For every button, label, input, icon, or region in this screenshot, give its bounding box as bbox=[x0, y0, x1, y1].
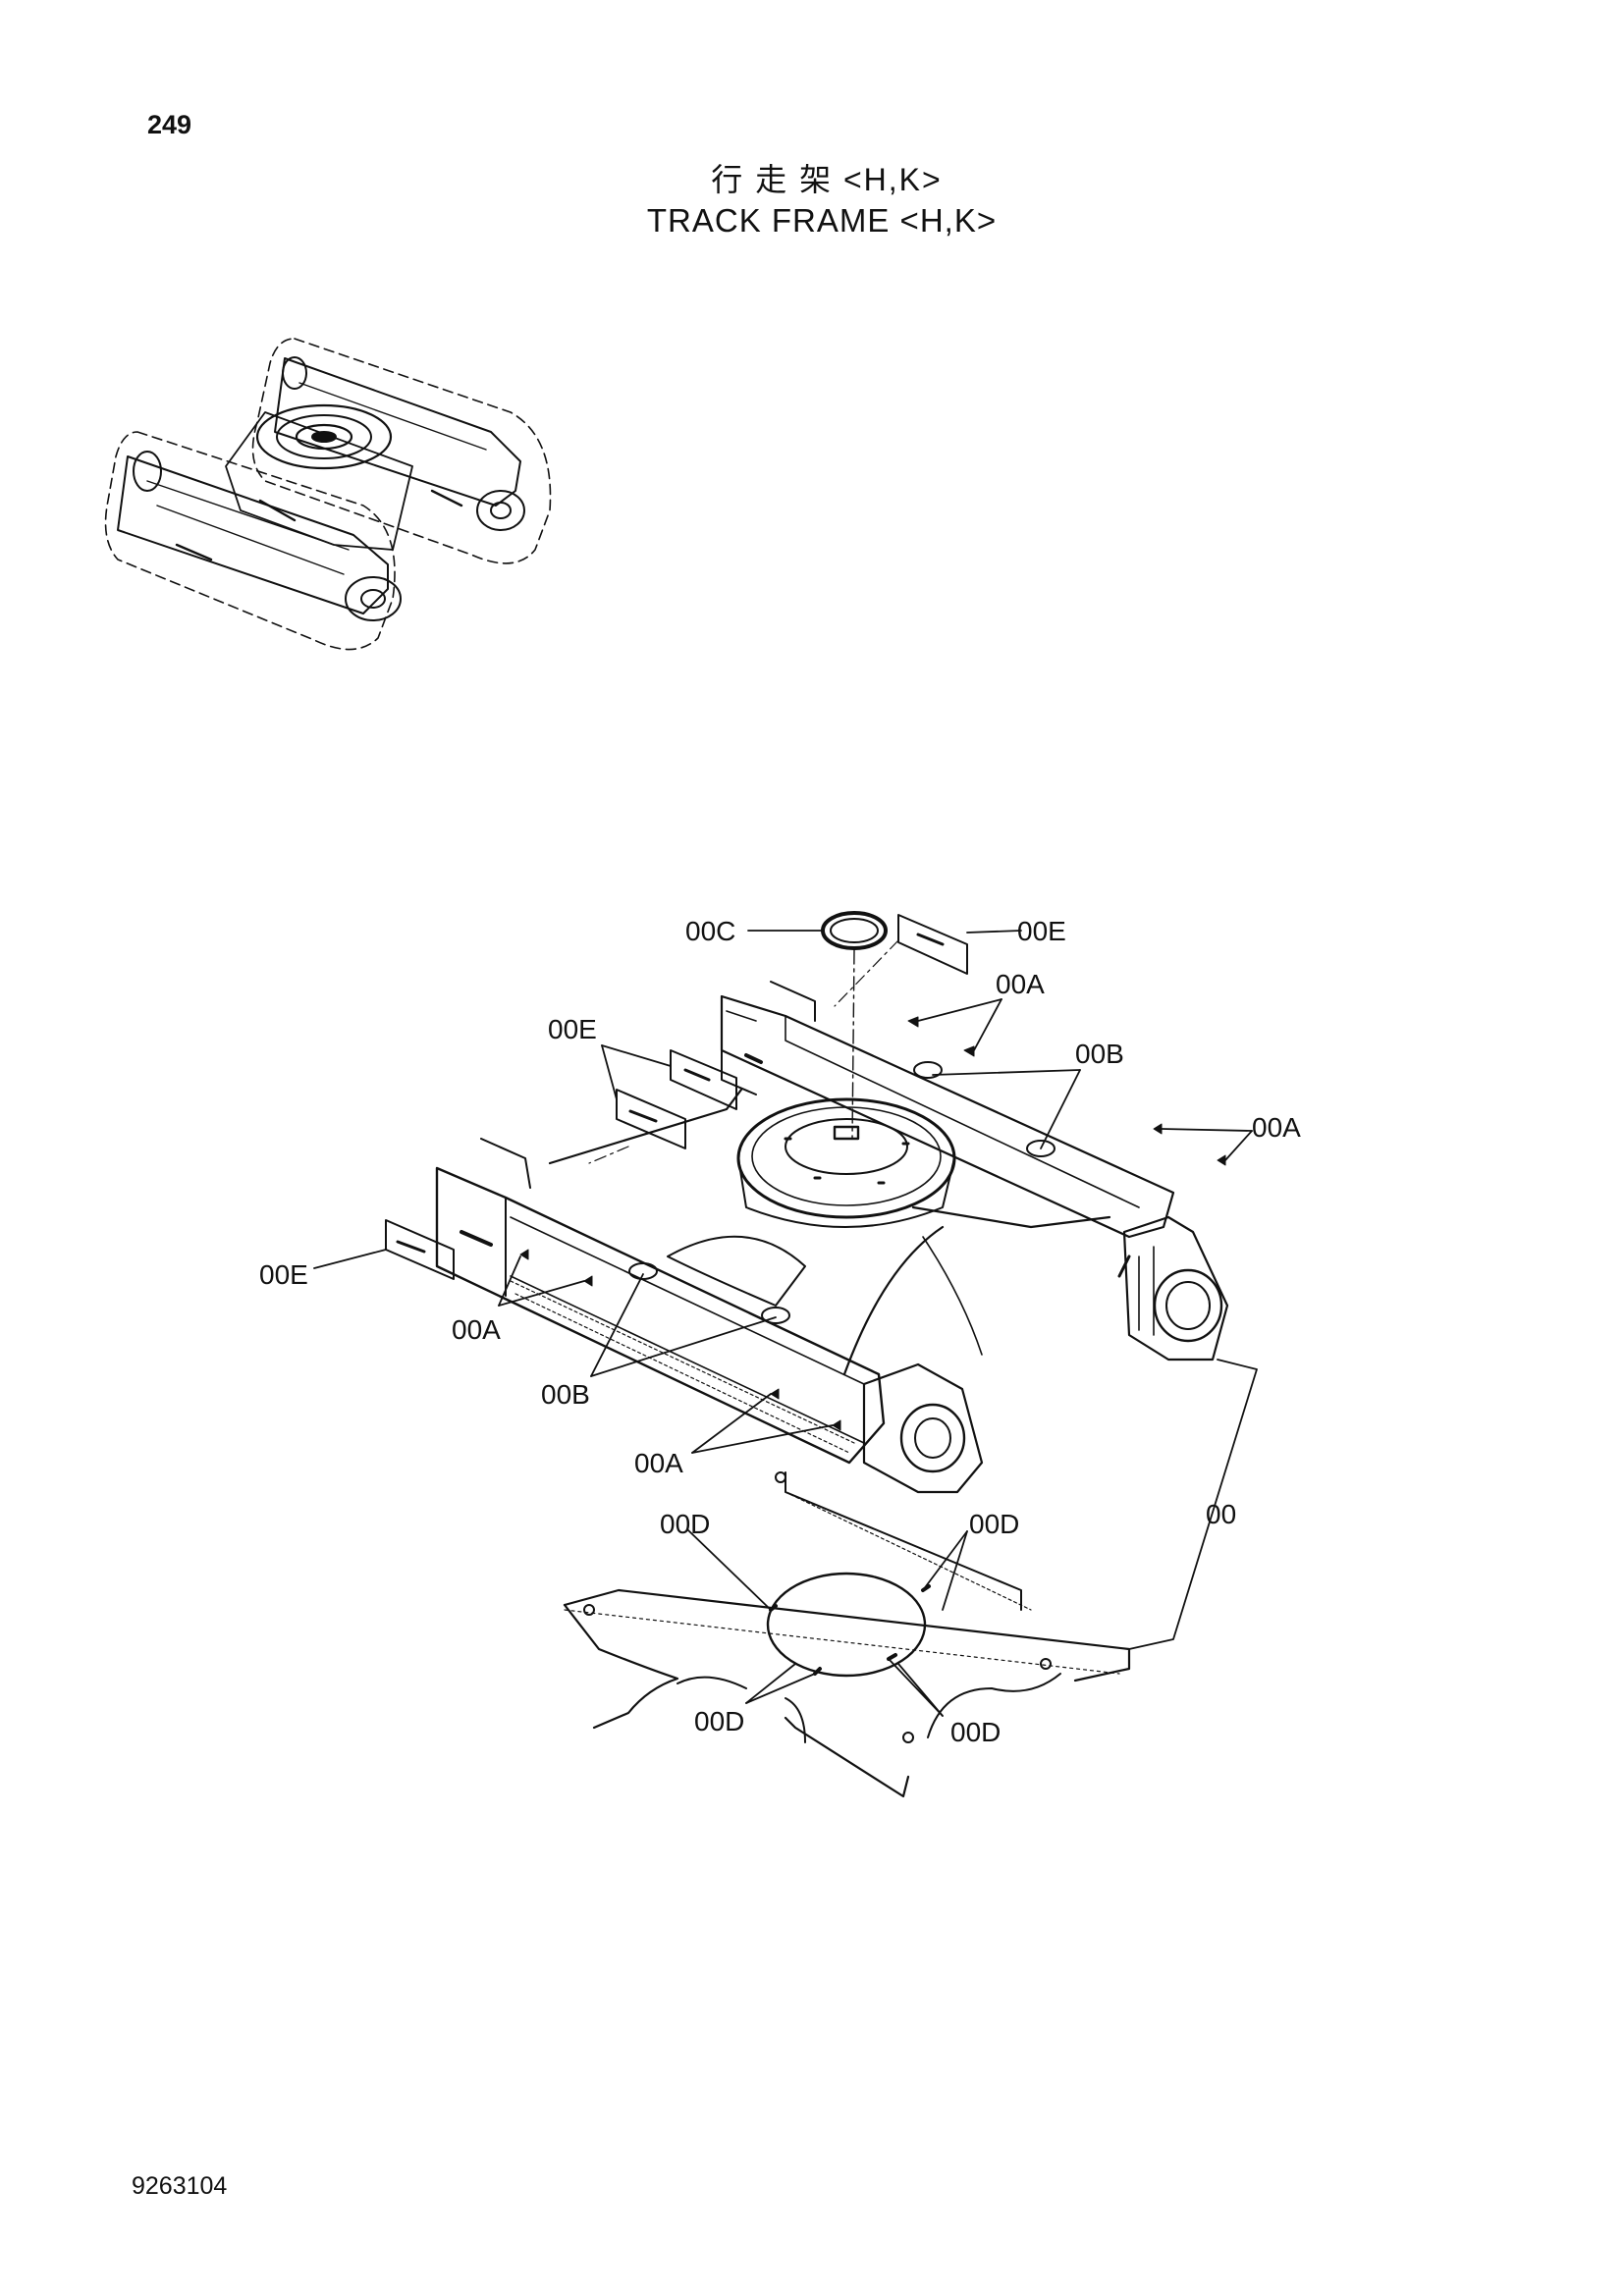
callout-00e-middle: 00E bbox=[548, 1014, 597, 1044]
callout-00e-left: 00E bbox=[259, 1259, 308, 1290]
callout-00a-bottom: 00A bbox=[634, 1448, 683, 1478]
page-title-chinese: 行 走 架 <H,K> bbox=[711, 162, 943, 197]
main-assembly-drawing bbox=[385, 911, 1229, 1798]
callout-00d-lower-right: 00D bbox=[950, 1717, 1001, 1747]
callout-00a-left: 00A bbox=[452, 1314, 501, 1345]
callout-00b-left: 00B bbox=[541, 1379, 590, 1410]
callout-00a-top: 00A bbox=[996, 969, 1045, 999]
callout-00d-lower-left: 00D bbox=[694, 1706, 744, 1736]
page-title-english: TRACK FRAME <H,K> bbox=[646, 202, 998, 239]
callout-00d-upper-left: 00D bbox=[660, 1509, 710, 1539]
callout-labels: 00C 00E 00A 00E 00B 00A 00E 00A 00B 00A … bbox=[259, 916, 1301, 1747]
overview-thumbnail bbox=[104, 338, 552, 651]
callout-00c: 00C bbox=[685, 916, 735, 946]
callout-00e-top: 00E bbox=[1017, 916, 1066, 946]
callout-00b-top: 00B bbox=[1075, 1039, 1124, 1069]
leader-lines bbox=[313, 930, 1258, 1717]
callout-00d-upper-right: 00D bbox=[969, 1509, 1019, 1539]
callout-00-frame: 00 bbox=[1206, 1499, 1236, 1529]
page-number: 249 bbox=[147, 110, 192, 139]
callout-00a-right: 00A bbox=[1252, 1112, 1301, 1143]
document-code: 9263104 bbox=[132, 2172, 228, 2200]
